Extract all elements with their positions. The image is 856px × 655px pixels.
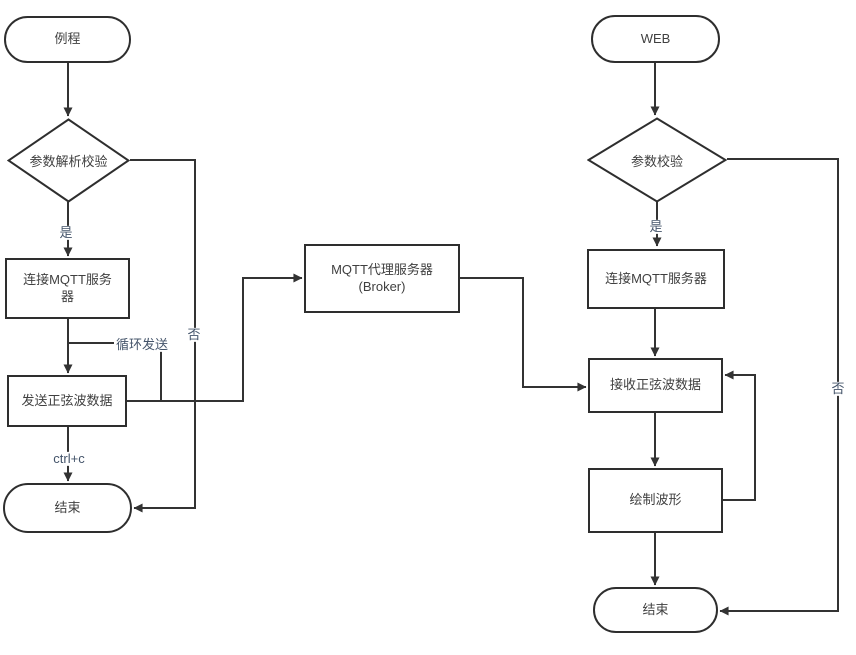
- node-left-end: 结束: [3, 483, 132, 533]
- node-right-decision: 参数校验: [587, 117, 727, 203]
- edge-label-loop-send: 循环发送: [113, 336, 171, 353]
- edge-right-decision-no-to-end: [719, 158, 839, 616]
- edge-right-draw-loop-to-receive: [723, 370, 756, 501]
- node-label: 参数解析校验: [29, 154, 108, 169]
- edge-label-right-no: 否: [829, 380, 847, 397]
- node-right-start-web: WEB: [591, 15, 720, 63]
- node-label: 接收正弦波数据: [609, 377, 701, 393]
- node-right-draw-wave: 绘制波形: [588, 468, 723, 533]
- node-right-end: 结束: [593, 587, 718, 633]
- node-label-line1: MQTT代理服务器: [331, 261, 433, 277]
- edge-label-ctrl-c: ctrl+c: [51, 450, 87, 467]
- edge-label-right-yes: 是: [647, 218, 665, 235]
- diamond-shape: [7, 118, 130, 203]
- node-right-connect-mqtt: 连接MQTT服务器: [587, 249, 725, 309]
- node-label: 参数校验: [630, 153, 683, 169]
- node-label: 连接MQTT服务器: [605, 270, 707, 286]
- node-label: 发送正弦波数据: [21, 392, 113, 408]
- node-label: 连接MQTT服务器: [23, 271, 112, 304]
- edge-label-left-no: 否: [185, 326, 203, 343]
- node-label: 例程: [54, 31, 81, 47]
- node-left-start: 例程: [4, 16, 131, 63]
- node-left-connect-mqtt: 连接MQTT服务器: [5, 258, 130, 319]
- node-left-decision: 参数解析校验: [7, 118, 130, 203]
- edge-broker-to-right-receive: [460, 277, 587, 392]
- node-label: WEB: [640, 30, 671, 46]
- edge-label-left-yes: 是: [57, 224, 75, 241]
- edge-left-send-to-broker: [127, 273, 303, 402]
- node-label: 结束: [54, 499, 81, 515]
- node-right-receive-sine: 接收正弦波数据: [588, 358, 723, 413]
- node-mqtt-broker: MQTT代理服务器 (Broker): [304, 244, 460, 313]
- node-left-send-sine: 发送正弦波数据: [7, 375, 127, 427]
- node-label: 绘制波形: [629, 492, 682, 508]
- node-label-line2: (Broker): [358, 278, 406, 294]
- node-label: 结束: [642, 601, 669, 617]
- diamond-shape: [587, 117, 727, 203]
